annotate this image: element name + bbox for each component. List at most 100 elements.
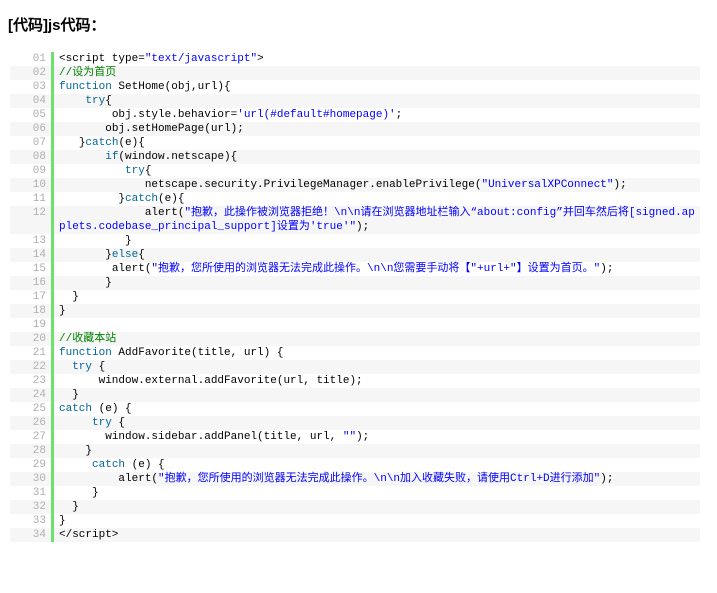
code-text: } [54,486,700,500]
code-token: (e){ [158,193,185,205]
keyword: try [125,165,145,177]
gutter-divider [51,332,54,346]
code-text: catch (e) { [54,402,700,416]
code-token: { [105,95,112,107]
gutter-divider [51,402,54,416]
code-token: (e){ [118,137,145,149]
code-text: <script type="text/javascript"> [54,52,700,66]
code-line: 19 [10,318,700,332]
keyword: if [105,151,119,163]
code-line: 26 try { [10,416,700,430]
line-number: 12 [32,207,46,219]
code-line: 31 } [10,486,700,500]
string-literal: "抱歉，您所使用的浏览器无法完成此操作。\n\n加入收藏失败，请使用Ctrl+D… [158,473,601,485]
code-line: 33} [10,514,700,528]
code-line: 30 alert("抱歉，您所使用的浏览器无法完成此操作。\n\n加入收藏失败，… [10,472,700,486]
line-number: 06 [32,123,46,135]
code-text: catch (e) { [54,458,700,472]
code-text: alert("抱歉，此操作被浏览器拒绝！\n\n请在浏览器地址栏输入“about… [54,206,700,234]
code-token: ); [613,179,627,191]
code-text: try{ [54,94,700,108]
code-token: } [59,193,126,205]
gutter-divider [51,136,54,150]
code-token: ); [600,263,614,275]
keyword: try [85,95,106,107]
code-line: 15 alert("抱歉，您所使用的浏览器无法完成此操作。\n\n您需要手动将【… [10,262,700,276]
gutter-divider [51,486,54,500]
code-token: { [111,417,126,429]
code-line: 12 alert("抱歉，此操作被浏览器拒绝！\n\n请在浏览器地址栏输入“ab… [10,206,700,234]
code-line: 10 netscape.security.PrivilegeManager.en… [10,178,700,192]
code-text: } [54,514,700,528]
comment: //收藏本站 [59,333,117,345]
code-text: } [54,444,700,458]
code-token [59,417,92,429]
code-line: 04 try{ [10,94,700,108]
code-text: } [54,388,700,402]
code-text: netscape.security.PrivilegeManager.enabl… [54,178,700,192]
keyword: catch [59,403,93,415]
line-number: 10 [32,179,46,191]
code-token: SetHome(obj,url){ [111,81,231,93]
line-number: 13 [32,235,46,247]
code-token: { [144,165,152,177]
line-number: 11 [32,193,46,205]
gutter-divider [51,472,54,486]
line-number: 24 [32,389,46,401]
gutter-divider [51,192,54,206]
keyword: catch [92,459,126,471]
code-line: 29 catch (e) { [10,458,700,472]
gutter-divider [51,150,54,164]
keyword: else [111,249,139,261]
code-text: } [54,500,700,514]
code-line: 18} [10,304,700,318]
string-literal: "抱歉，此操作被浏览器拒绝！\n\n请在浏览器地址栏输入“about:confi… [59,207,695,233]
line-number: 15 [32,263,46,275]
line-number: 23 [32,375,46,387]
gutter-divider [51,416,54,430]
code-text: function AddFavorite(title, url) { [54,346,700,360]
gutter-divider [51,514,54,528]
code-token: } [59,389,79,401]
code-block: 01<script type="text/javascript">02//设为首… [10,52,700,542]
code-text: //收藏本站 [54,332,700,346]
line-number: 08 [32,151,46,163]
code-line: 06 obj.setHomePage(url); [10,122,700,136]
code-token: (e) { [125,459,165,471]
code-line: 14 }else{ [10,248,700,262]
string-literal: "抱歉，您所使用的浏览器无法完成此操作。\n\n您需要手动将【"+url+"】设… [151,263,601,275]
code-token: } [59,445,93,457]
code-text: }else{ [54,248,700,262]
code-token: window.sidebar.addPanel(title, url, [59,431,343,443]
line-number: 22 [32,361,46,373]
line-number: 28 [32,445,46,457]
gutter-divider [51,52,54,66]
gutter-divider [51,528,54,542]
gutter-divider [51,66,54,80]
line-number: 09 [32,165,46,177]
code-token: <script type= [59,53,145,65]
code-token: } [59,487,99,499]
code-line: 25 catch (e) { [10,402,700,416]
gutter-divider [51,178,54,192]
line-number: 20 [32,333,46,345]
line-number: 02 [32,67,46,79]
gutter-divider [51,290,54,304]
keyword: function [59,347,112,359]
code-token: } [59,235,132,247]
code-token: { [92,361,106,373]
code-token [59,459,92,471]
string-literal: "UniversalXPConnect" [481,179,614,191]
code-token: } [59,515,66,527]
code-text: }catch(e){ [54,192,700,206]
line-number: 25 [32,403,46,415]
code-text: window.external.addFavorite(url, title); [54,374,700,388]
gutter-divider [51,164,54,178]
gutter-divider [51,122,54,136]
code-text: alert("抱歉，您所使用的浏览器无法完成此操作。\n\n加入收藏失败，请使用… [54,472,700,486]
code-token: } [59,291,79,303]
code-token: alert( [59,473,159,485]
code-token: window.external.addFavorite(url, title); [59,375,363,387]
code-text: alert("抱歉，您所使用的浏览器无法完成此操作。\n\n您需要手动将【"+u… [54,262,700,276]
